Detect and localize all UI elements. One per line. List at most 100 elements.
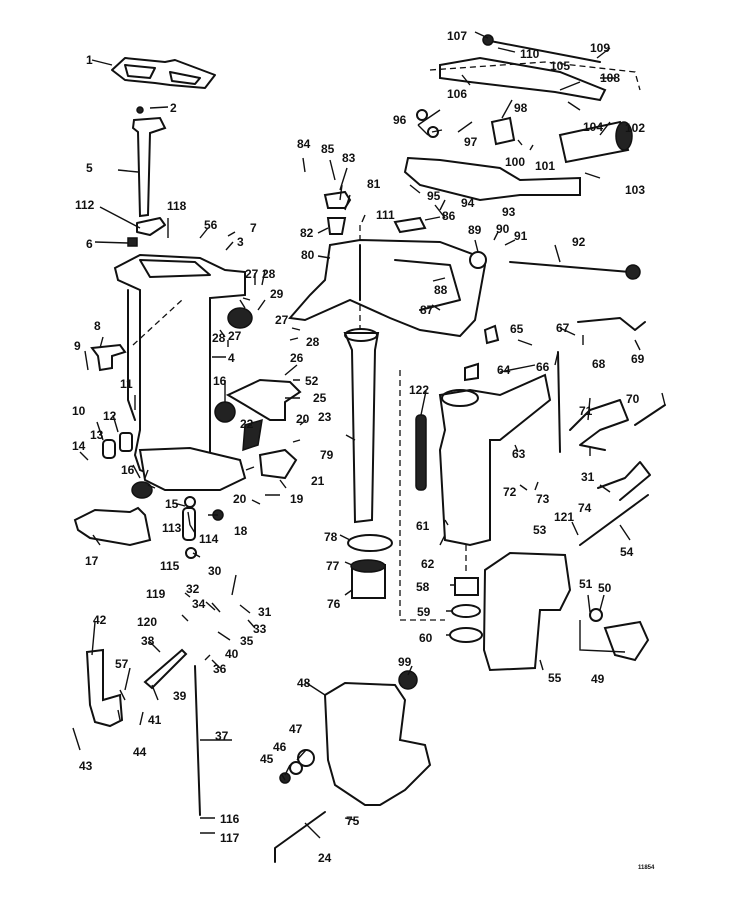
label-42: 42 xyxy=(93,613,107,627)
part-plate xyxy=(119,432,133,452)
label-28c: 28 xyxy=(306,335,320,349)
part-tilt-rod xyxy=(509,261,631,273)
label-82: 82 xyxy=(300,226,314,240)
label-94: 94 xyxy=(461,196,475,210)
part-o-ring xyxy=(184,496,196,508)
part-washer xyxy=(589,608,603,622)
part-labels: 1 2 3 4 5 6 7 8 9 10 11 12 13 14 15 16 1… xyxy=(72,29,655,871)
label-12: 12 xyxy=(103,409,117,423)
label-65: 65 xyxy=(510,322,524,336)
label-112: 112 xyxy=(75,198,95,212)
part-throttle-rod xyxy=(484,39,601,63)
part-tilt-tube xyxy=(579,494,649,546)
part-stern-bracket-housing xyxy=(438,373,552,547)
label-119: 119 xyxy=(146,587,166,601)
part-grommet xyxy=(90,343,127,372)
part-water-tube xyxy=(127,289,136,421)
label-89: 89 xyxy=(468,223,482,237)
label-122: 122 xyxy=(409,383,429,397)
label-28a: 28 xyxy=(262,267,276,281)
part-bearing-ring xyxy=(449,627,483,643)
part-tab xyxy=(464,362,479,382)
label-31b: 31 xyxy=(581,470,595,484)
assembly-line xyxy=(429,61,641,91)
label-60: 60 xyxy=(419,631,433,645)
label-107: 107 xyxy=(447,29,467,43)
label-93: 93 xyxy=(502,205,516,219)
label-4: 4 xyxy=(228,351,235,365)
label-121: 121 xyxy=(554,510,574,524)
label-83: 83 xyxy=(342,151,356,165)
label-106: 106 xyxy=(447,87,467,101)
part-bracket xyxy=(225,378,302,421)
part-fitting xyxy=(393,216,427,234)
label-111: 111 xyxy=(376,208,395,222)
label-11: 11 xyxy=(120,377,133,391)
part-clamp-bracket-left xyxy=(323,681,432,806)
label-86: 86 xyxy=(442,209,456,223)
label-41: 41 xyxy=(148,713,162,727)
label-36: 36 xyxy=(213,662,227,676)
part-housing-top xyxy=(441,389,479,407)
part-knob xyxy=(398,670,418,690)
part-tab xyxy=(483,324,500,345)
part-lower-cover xyxy=(73,506,152,547)
label-8: 8 xyxy=(94,319,101,333)
label-114: 114 xyxy=(199,532,219,546)
label-110: 110 xyxy=(520,47,540,61)
label-72: 72 xyxy=(503,485,517,499)
label-27c: 27 xyxy=(275,313,289,327)
part-swivel-tube xyxy=(343,332,380,524)
label-48: 48 xyxy=(297,676,311,690)
label-35: 35 xyxy=(240,634,254,648)
label-118: 118 xyxy=(167,199,187,213)
label-14: 14 xyxy=(72,439,86,453)
label-100: 100 xyxy=(505,155,525,169)
part-spring xyxy=(415,414,427,491)
label-28b: 28 xyxy=(212,331,226,345)
label-1: 1 xyxy=(86,53,93,67)
label-64: 64 xyxy=(497,363,511,377)
label-113: 113 xyxy=(162,521,182,535)
part-clamp-bracket-right xyxy=(482,551,572,672)
part-throttle-grip xyxy=(558,120,630,164)
label-75: 75 xyxy=(346,814,360,828)
label-15: 15 xyxy=(165,497,179,511)
label-115: 115 xyxy=(160,559,180,573)
label-95: 95 xyxy=(427,189,441,203)
label-101: 101 xyxy=(535,159,555,173)
part-tube-top xyxy=(344,328,378,342)
part-o-ring xyxy=(185,547,197,559)
part-shift-rod xyxy=(194,665,201,816)
label-116: 116 xyxy=(220,812,240,826)
label-78: 78 xyxy=(324,530,338,544)
label-24: 24 xyxy=(318,851,332,865)
label-29: 29 xyxy=(270,287,284,301)
part-housing-top-plate xyxy=(139,259,211,278)
label-17: 17 xyxy=(85,554,99,568)
label-49: 49 xyxy=(591,672,605,686)
label-20a: 20 xyxy=(233,492,247,506)
part-ring xyxy=(347,534,393,552)
part-shaft xyxy=(143,648,188,690)
part-spacer xyxy=(297,749,315,767)
label-19: 19 xyxy=(290,492,304,506)
label-2: 2 xyxy=(170,101,177,115)
part-rubber-mount xyxy=(214,401,236,423)
part-rubber-mount xyxy=(227,307,253,329)
label-84: 84 xyxy=(297,137,311,151)
part-bushing-top xyxy=(350,559,386,573)
label-37: 37 xyxy=(215,729,229,743)
part-tilt-knob xyxy=(469,251,487,269)
label-98: 98 xyxy=(514,101,528,115)
part-cavitation-plate xyxy=(138,446,247,491)
part-bent-rod xyxy=(274,811,326,863)
part-bearing xyxy=(454,577,479,596)
label-103: 103 xyxy=(625,183,645,197)
label-59: 59 xyxy=(417,605,431,619)
label-50: 50 xyxy=(598,581,612,595)
label-58: 58 xyxy=(416,580,430,594)
label-91: 91 xyxy=(514,229,528,243)
label-30: 30 xyxy=(208,564,222,578)
